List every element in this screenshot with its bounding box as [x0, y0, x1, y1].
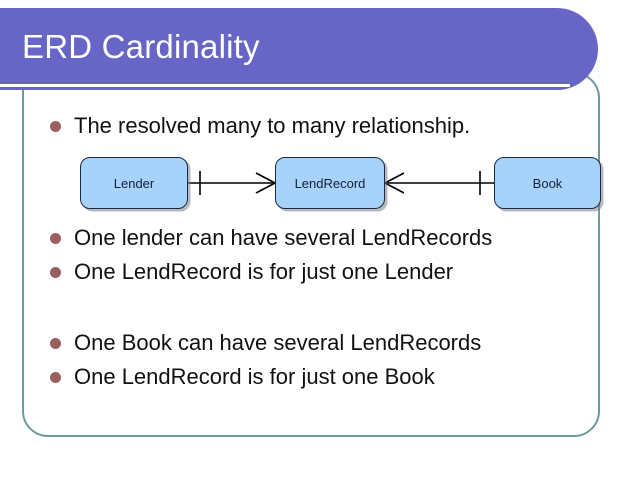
bullet-dot-icon [50, 372, 61, 383]
er-entity-label: LendRecord [294, 175, 366, 191]
cardinality-many-crowsfoot-lendrecord-left [255, 172, 276, 194]
bullet-item: One Book can have several LendRecords [50, 329, 481, 357]
bullet-item: One lender can have several LendRecords [50, 224, 492, 252]
er-entity-label: Book [532, 175, 563, 191]
cardinality-many-crowsfoot-lendrecord-right [384, 172, 405, 194]
bullet-item: One LendRecord is for just one Book [50, 363, 435, 391]
bullet-dot-icon [50, 121, 61, 132]
bullet-item: One LendRecord is for just one Lender [50, 258, 453, 286]
bullet-dot-icon [50, 267, 61, 278]
er-entity-lender[interactable]: Lender [80, 157, 188, 209]
bullet-text: One LendRecord is for just one Lender [74, 259, 454, 284]
slide-title-bar: ERD Cardinality [0, 8, 598, 90]
page-title: ERD Cardinality [22, 28, 260, 65]
slide-body: The resolved many to many relationship. … [22, 92, 601, 437]
bullet-dot-icon [50, 233, 61, 244]
bullet-text: One lender can have several LendRecords [74, 225, 493, 250]
title-underline-rule [0, 84, 570, 87]
bullet-text: One Book can have several LendRecords [74, 330, 482, 355]
bullet-dot-icon [50, 338, 61, 349]
er-entity-book[interactable]: Book [494, 157, 601, 209]
bullet-text: One LendRecord is for just one Book [74, 364, 435, 389]
er-entity-label: Lender [113, 175, 155, 191]
er-connector-lines [188, 171, 494, 195]
bullet-item: The resolved many to many relationship. [50, 112, 470, 140]
er-diagram: Lender LendRecord Book [58, 157, 601, 217]
bullet-text: The resolved many to many relationship. [74, 113, 471, 138]
er-entity-lendrecord[interactable]: LendRecord [275, 157, 385, 209]
